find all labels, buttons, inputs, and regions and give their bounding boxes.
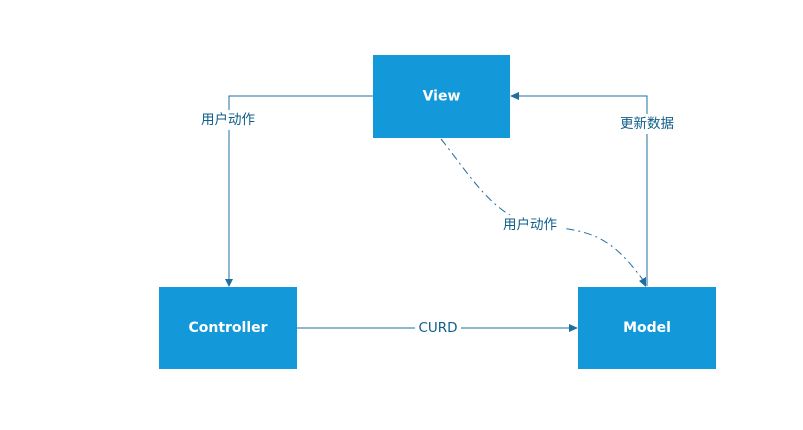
model-node: Model — [578, 287, 716, 369]
controller-node: Controller — [159, 287, 297, 369]
edge-view-to-model-dashed-label: 用户动作 — [503, 216, 557, 233]
view-node-box — [373, 55, 510, 138]
model-node-box — [578, 287, 716, 369]
edge-controller-to-model-label-bg — [415, 318, 461, 338]
view-node: View — [373, 55, 510, 138]
edge-view-to-model-dashed-label-bg — [497, 215, 563, 235]
controller-node-box — [159, 287, 297, 369]
view-node-label: View — [423, 89, 461, 105]
controller-node-label: Controller — [188, 320, 267, 336]
model-node-label: Model — [623, 320, 671, 336]
edge-view-to-model-dashed-line — [440, 138, 644, 281]
edge-view-to-model-dashed: 用户动作 — [440, 138, 646, 287]
edge-controller-to-model-label: CURD — [418, 320, 457, 336]
edge-controller-to-model-arrowhead — [569, 324, 578, 332]
edge-view-to-controller: 用户动作 — [193, 95, 373, 287]
edge-view-to-controller-line — [228, 95, 373, 280]
edge-view-to-controller-arrowhead — [225, 279, 233, 287]
edge-model-to-view-arrowhead — [510, 92, 519, 100]
edge-model-to-view-line — [518, 95, 648, 286]
edge-view-to-controller-label: 用户动作 — [201, 111, 255, 128]
edge-model-to-view-label: 更新数据 — [620, 116, 674, 132]
edge-model-to-view: 更新数据 — [510, 92, 682, 286]
edge-controller-to-model: CURD — [297, 318, 578, 338]
edge-view-to-model-dashed-arrowhead — [639, 277, 646, 287]
edge-model-to-view-label-bg — [612, 114, 682, 134]
edge-view-to-controller-label-bg — [193, 110, 261, 130]
